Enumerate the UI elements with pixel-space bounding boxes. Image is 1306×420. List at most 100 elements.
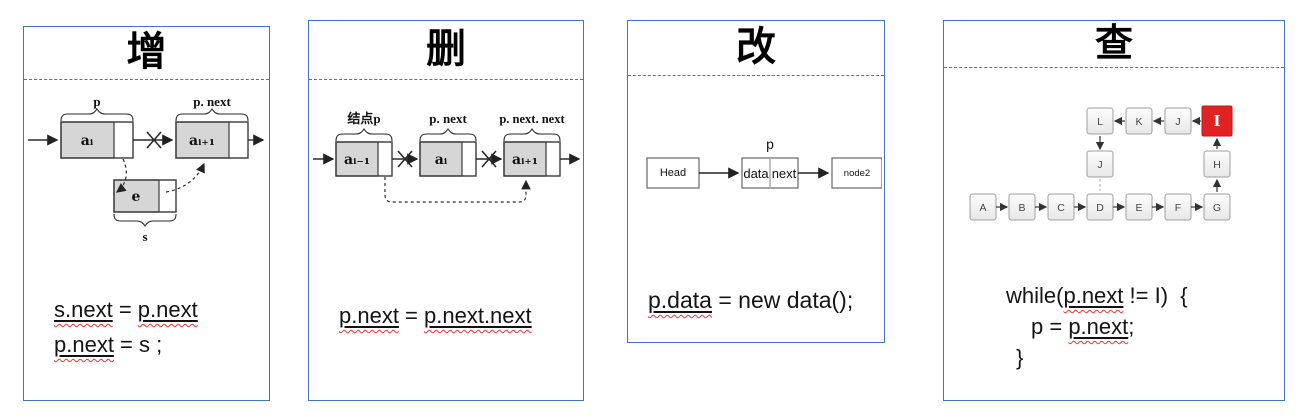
node-label: C [1057,202,1065,214]
node-label: K [1135,116,1142,128]
code-line: s.next = p.next [54,292,198,327]
code-token: while( [1006,283,1064,308]
broken-link-x-icon [146,131,162,149]
code-token: p.next.next [424,303,532,328]
panel-update: 改 Head p data next [627,20,885,343]
node-label: E [1135,202,1142,214]
node-label: L [1097,116,1103,128]
new-node-box [113,179,177,213]
insert-code: s.next = p.next p.next = s ; [54,292,198,362]
panel-delete: 删 aᵢ₋₁ 结点p [308,20,584,401]
code-token: p.next [1063,283,1124,308]
node-cur-label: aᵢ [435,152,448,168]
p-next-next-caption: p. next. next [499,112,565,126]
delete-diagram-shapes: aᵢ₋₁ 结点p aᵢ p. next aᵢ₊₁ [313,111,581,203]
code-token: p.data [648,287,712,313]
insert-linkedlist-diagram: aᵢ p aᵢ₊₁ p. next e s [28,94,265,244]
head-node-box [646,157,700,189]
brace-p-next-next [503,128,561,142]
node-label: D [1096,202,1104,214]
code-line: p.next = p.next.next [339,300,532,332]
code-line: p.next = s ; [54,327,198,362]
node-label: F [1175,202,1181,214]
node-next-label: aᵢ₊₁ [512,152,538,168]
code-line: } [1016,342,1188,373]
search-linkedlist-diagram: A B C D E F G [969,105,1233,221]
panel-search-title: 查 [944,21,1284,68]
delete-linkedlist-diagram: aᵢ₋₁ 结点p aᵢ p. next aᵢ₊₁ [313,111,581,203]
code-token: != I) { [1123,283,1188,308]
code-token: = new data(); [711,287,854,313]
code-line: p.data = new data(); [648,284,853,316]
update-diagram-shapes: Head p data next node2 [646,136,882,189]
node-p-caption: 结点p [347,111,380,126]
node-box-J-mid [1086,150,1114,178]
code-token: } [1016,345,1024,370]
brace-s [113,213,177,227]
code-line: p = p.next; [1031,311,1188,342]
panel-delete-body: aᵢ₋₁ 结点p aᵢ p. next aᵢ₊₁ [309,80,583,400]
node-box-G [1203,193,1231,221]
panel-update-title: 改 [628,21,884,76]
pointer-p-label: p [93,94,100,109]
panel-insert: 增 aᵢ p [23,26,270,401]
new-node-label: e [132,189,141,205]
brace-p-next [175,108,249,122]
broken-link-x-icon-2 [481,150,497,168]
search-diagram-shapes: A B C D E F G [969,105,1233,221]
code-token: = s ; [113,332,163,357]
code-line: while(p.next != I) { [1006,280,1188,311]
target-node-box-I [1201,105,1233,137]
code-token: p = [1031,314,1069,339]
head-node-label: Head [660,167,686,179]
code-token: = [398,303,425,328]
update-linkedlist-diagram: Head p data next node2 [646,136,882,189]
new-link-to-e-arrow [116,158,127,193]
code-token: ; [1128,314,1135,339]
node-label: B [1018,202,1025,214]
node-box-L [1086,107,1114,135]
node-box-J-top [1164,107,1192,135]
insert-diagram-shapes: aᵢ p aᵢ₊₁ p. next e s [28,94,265,244]
node-prev-data-cell [335,141,379,177]
code-token: p.next [137,297,198,322]
panel-delete-title: 删 [309,21,583,80]
node-pnext-label: aᵢ₊₁ [189,133,215,149]
panel-search: 查 [943,20,1285,401]
brace-p-next [419,128,477,142]
panel-insert-title: 增 [24,27,269,80]
bypass-link-arrow [384,177,531,203]
new-link-to-next-arrow [165,162,205,193]
code-token: p.next [1068,314,1129,339]
node-p-label: aᵢ [81,133,94,149]
search-code: while(p.next != I) { p = p.next; } [1006,280,1188,373]
node-box-K [1125,107,1153,135]
node-label: J [1097,159,1102,171]
pointer-p-next-label: p. next [193,94,231,109]
node-label: J [1175,116,1180,128]
p-node-data-cell-label: data [743,166,769,181]
target-node-label: I [1213,112,1220,130]
node2-box [831,157,882,189]
code-token: = [112,297,138,322]
p-node-next-cell-label: next [772,166,797,181]
p-next-caption: p. next [429,111,467,126]
pointer-s-label: s [142,229,147,244]
panel-search-body: A B C D E F G [944,68,1284,400]
node-label: H [1213,159,1221,171]
node-prev-label: aᵢ₋₁ [344,152,370,168]
brace-node-p [335,128,393,142]
panel-update-body: Head p data next node2 p.data = new data… [628,76,884,342]
broken-link-x-icon-1 [397,150,413,168]
code-token: s.next [54,297,113,322]
node-label: A [979,202,986,214]
node2-label: node2 [844,168,870,179]
node-label: G [1213,202,1221,214]
pointer-p-label: p [766,136,774,152]
code-token: p.next [54,332,114,357]
update-code: p.data = new data(); [648,284,853,316]
brace-p [60,108,134,122]
panel-insert-body: aᵢ p aᵢ₊₁ p. next e s [24,80,269,400]
node-box-H [1203,150,1231,178]
